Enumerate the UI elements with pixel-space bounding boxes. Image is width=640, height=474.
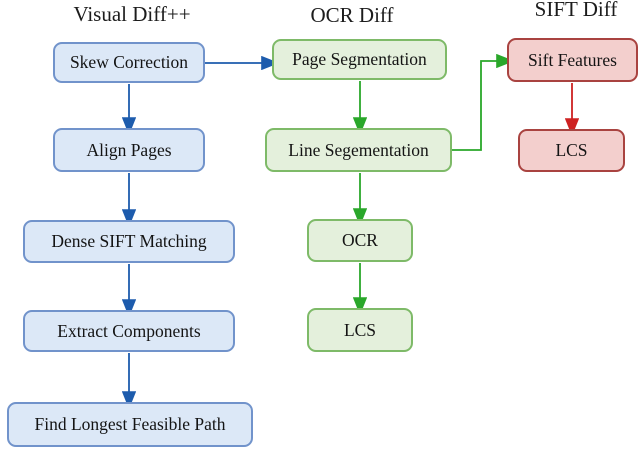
node-sift-features: Sift Features (507, 38, 638, 82)
node-skew-correction: Skew Correction (53, 42, 205, 83)
node-find-longest-feasible-path: Find Longest Feasible Path (7, 402, 253, 447)
column-title-sift-diff: SIFT Diff (534, 0, 618, 21)
column-title-visual-diff: Visual Diff++ (73, 2, 191, 26)
node-page-segmentation: Page Segmentation (272, 39, 447, 80)
node-dense-sift-matching: Dense SIFT Matching (23, 220, 235, 263)
node-line-segmentation: Line Segementation (265, 128, 452, 172)
node-ocr: OCR (307, 219, 413, 262)
node-lcs-ocr-branch: LCS (307, 308, 413, 352)
arrow-lineseg-to-siftfeatures (452, 53, 515, 151)
node-lcs-sift-branch: LCS (518, 129, 625, 172)
node-extract-components: Extract Components (23, 310, 235, 352)
node-align-pages: Align Pages (53, 128, 205, 172)
column-title-ocr-diff: OCR Diff (310, 3, 394, 27)
